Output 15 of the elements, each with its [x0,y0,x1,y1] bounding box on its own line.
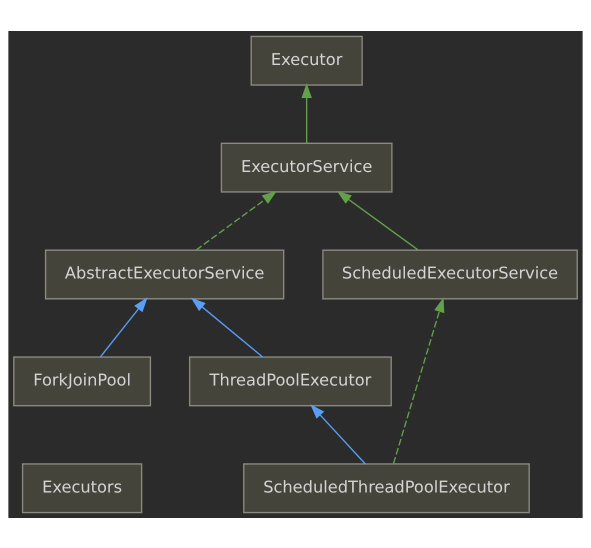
node-box: AbstractExecutorService [44,248,284,300]
arrow [100,296,148,357]
node-box: ScheduledThreadPoolExecutor [243,462,530,513]
arrow [196,190,277,250]
arrow [336,190,419,250]
arrow [190,297,263,357]
node-box: ThreadPoolExecutor [188,356,392,406]
node-box: ExecutorService [220,142,393,192]
arrow [301,82,312,143]
arrow [310,404,366,464]
node-box: Executor [250,35,363,86]
arrow [392,296,444,464]
node-box: Executors [22,462,142,513]
node-box: ScheduledExecutorService [322,248,578,300]
node-box: ForkJoinPool [13,356,152,406]
